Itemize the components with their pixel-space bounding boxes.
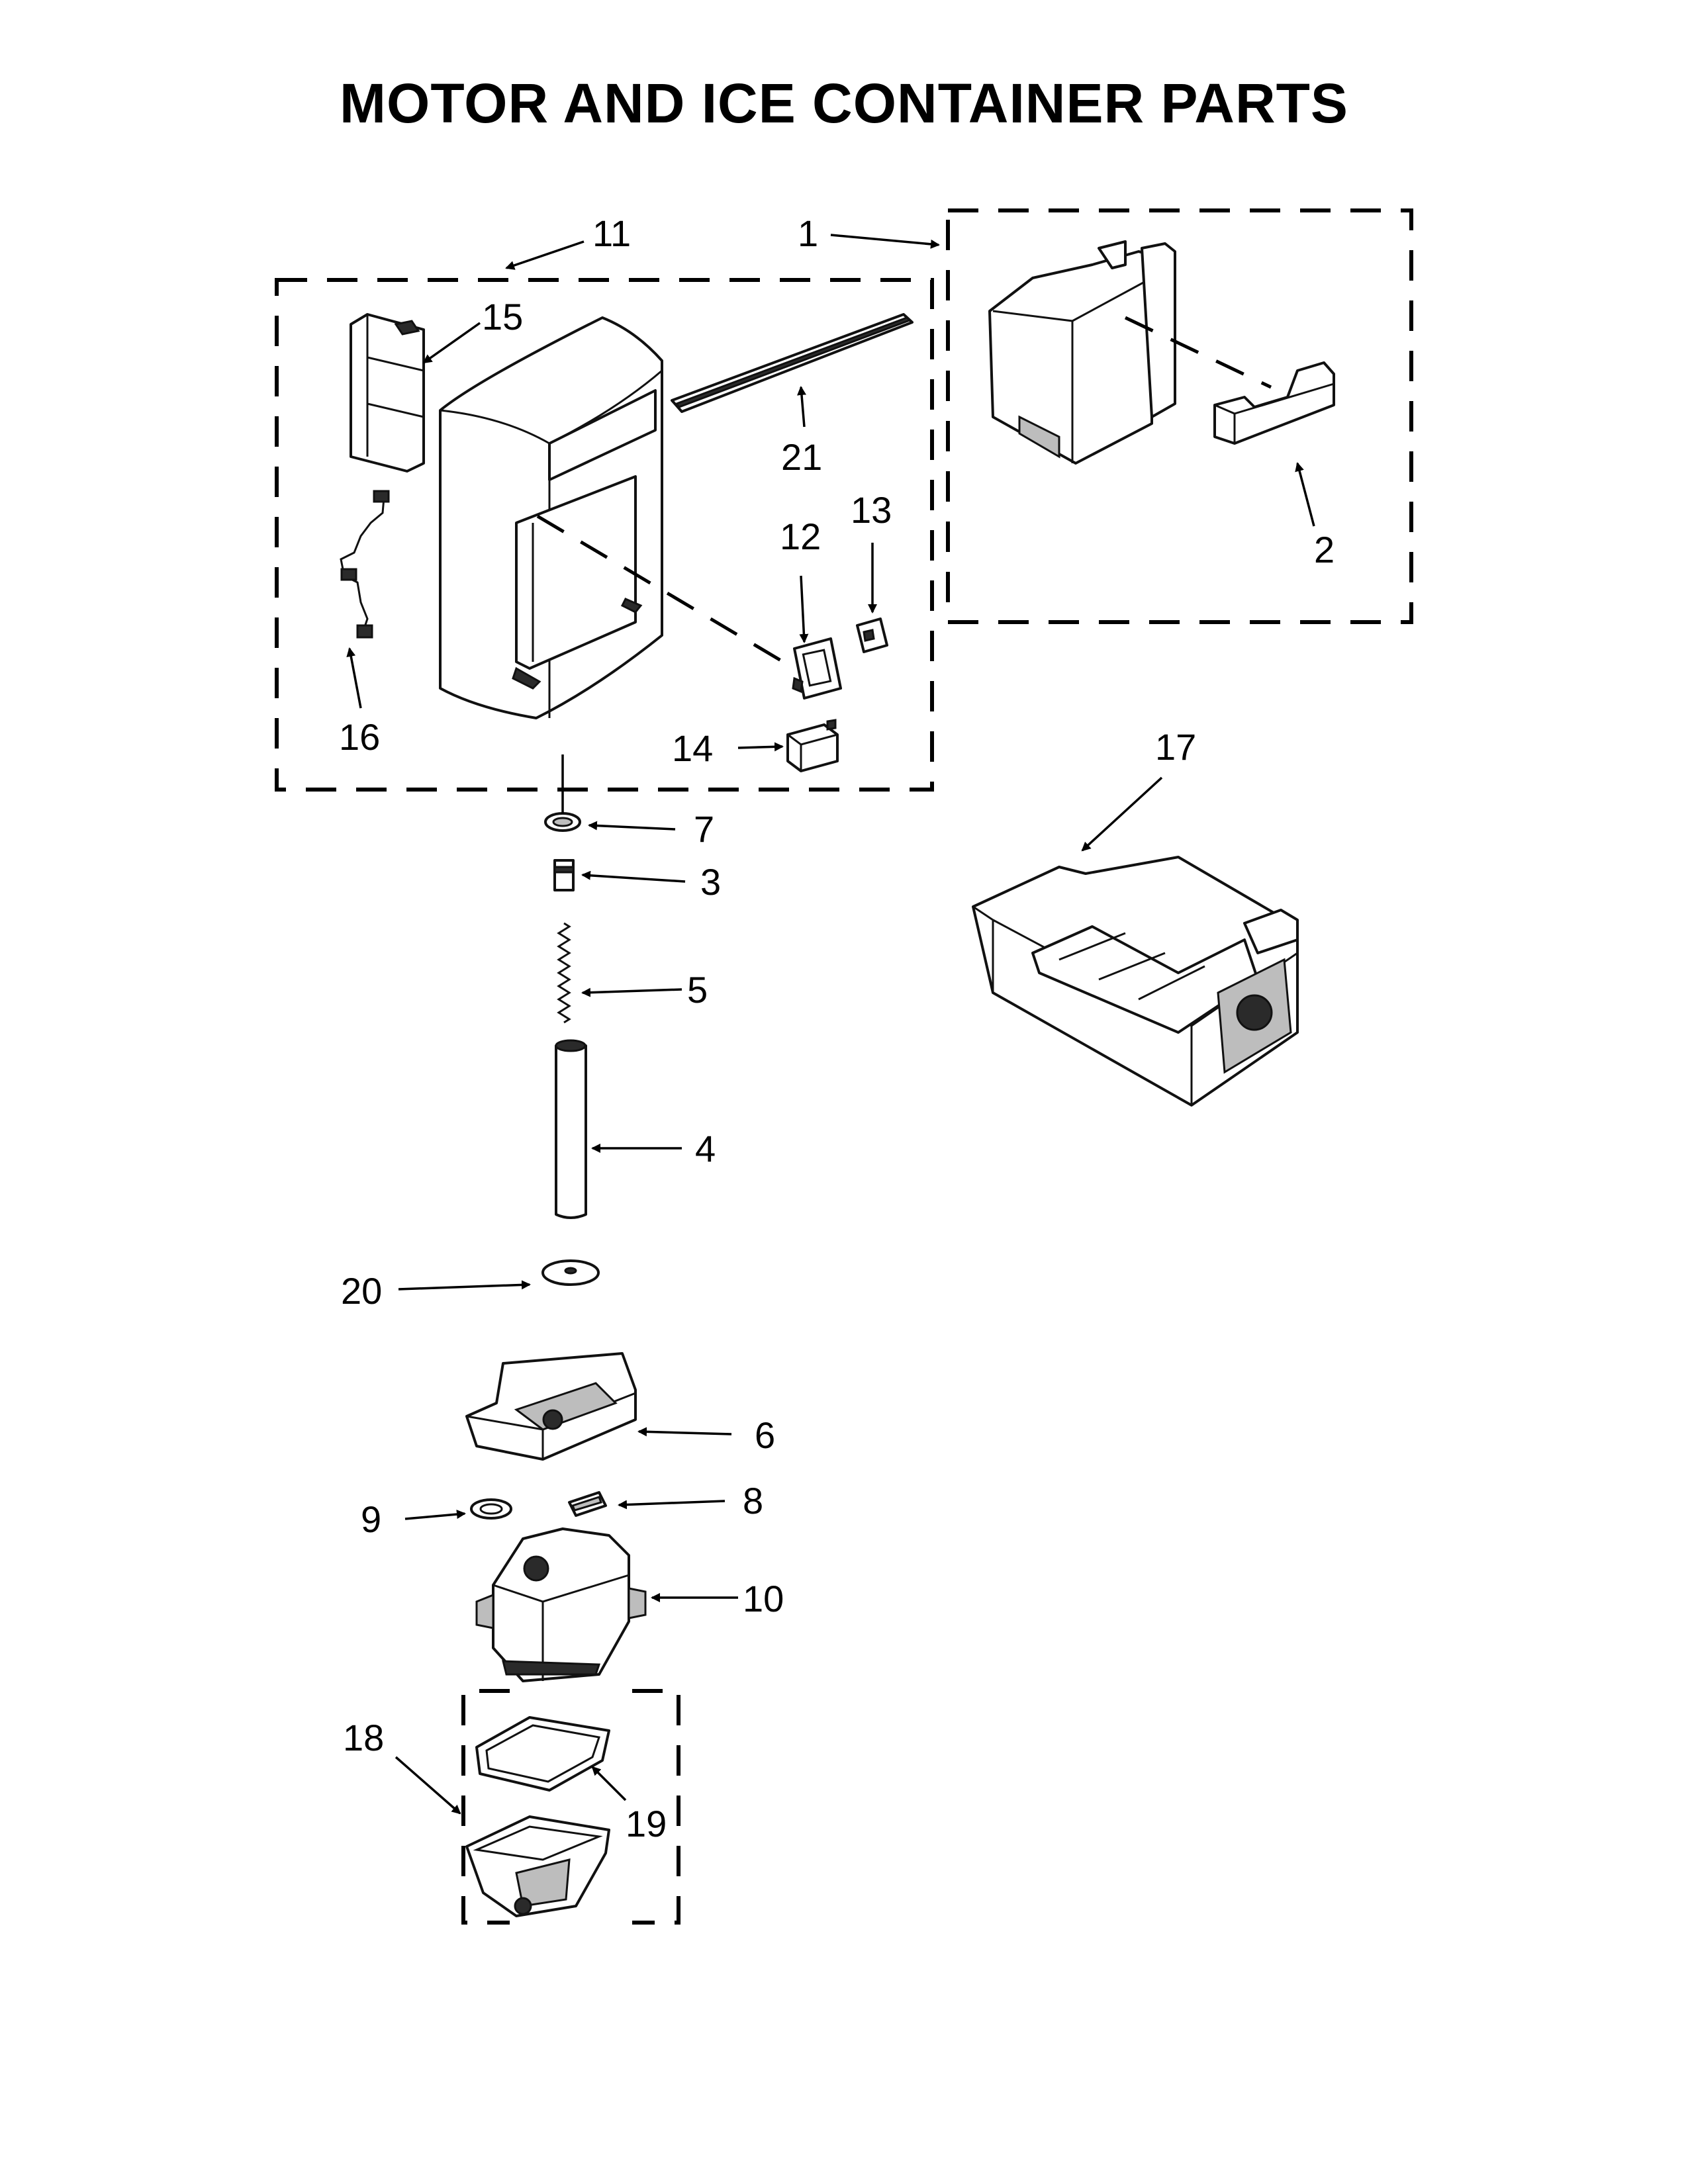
callout-4: 4 (695, 1128, 716, 1169)
leader-15 (422, 322, 481, 364)
leader-11 (505, 240, 585, 270)
part-18-motor-housing (465, 1815, 610, 1917)
callout-3: 3 (700, 861, 721, 903)
leader-9 (404, 1510, 466, 1520)
leader-5 (581, 987, 682, 997)
leader-2 (1295, 462, 1315, 527)
assembly-11-group-box (275, 278, 934, 792)
callout-17: 17 (1155, 726, 1196, 768)
leader-6 (637, 1427, 732, 1437)
part-20-thrust-washer (541, 1259, 600, 1286)
page-title: MOTOR AND ICE CONTAINER PARTS (340, 72, 1348, 134)
part-7-washer (544, 812, 581, 832)
callout-13: 13 (851, 489, 892, 531)
part-17-ice-maker (972, 856, 1299, 1107)
part-4-shaft (555, 1039, 587, 1219)
leader-17 (1081, 776, 1163, 852)
callout-14: 14 (672, 727, 713, 769)
callout-15: 15 (482, 296, 523, 338)
callout-1: 1 (798, 212, 818, 254)
part-19-gasket (475, 1716, 610, 1792)
connector-container-to-bracket (1124, 316, 1272, 389)
leader-19 (591, 1766, 627, 1801)
part-8-insert (568, 1491, 607, 1517)
part-14-solenoid (786, 719, 839, 772)
leader-21 (797, 386, 806, 428)
callout-16: 16 (339, 716, 380, 758)
leader-18 (395, 1756, 461, 1815)
callout-9: 9 (361, 1498, 381, 1540)
callout-12: 12 (780, 516, 821, 557)
callout-10: 10 (743, 1578, 784, 1619)
part-3-coupler (553, 859, 575, 891)
part-10-motor (475, 1527, 647, 1682)
leader-16 (346, 647, 362, 709)
part-16-wire-harness (340, 490, 390, 639)
leader-1 (830, 234, 940, 249)
callout-20: 20 (341, 1270, 382, 1312)
part-15-side-panel (350, 313, 425, 473)
callout-2: 2 (1314, 529, 1335, 570)
callout-19: 19 (626, 1803, 667, 1844)
callout-7: 7 (694, 808, 714, 850)
assembly-18-group-box (461, 1689, 680, 1925)
part-12-switch-plate (792, 637, 842, 700)
part-21-gasket-strip (671, 313, 914, 413)
leader-3 (581, 870, 686, 883)
part-13-switch (856, 617, 888, 653)
callout-18: 18 (343, 1717, 384, 1758)
callout-5: 5 (687, 969, 708, 1011)
leader-14 (737, 742, 784, 752)
assembly-1-group-box (946, 208, 1413, 624)
part-1-ice-container (988, 240, 1176, 465)
part-6-motor-bracket (465, 1352, 637, 1461)
leader-8 (618, 1500, 726, 1510)
part-11-dispenser-housing (439, 316, 663, 719)
leader-7 (588, 821, 676, 831)
leader-20 (398, 1280, 531, 1291)
callout-6: 6 (755, 1414, 775, 1456)
part-5-spring (557, 922, 571, 1024)
leader-12 (799, 575, 809, 643)
callout-21: 21 (781, 436, 822, 478)
part-2-container-bracket (1213, 361, 1335, 445)
callout-11: 11 (592, 212, 631, 254)
part-9-washer (470, 1498, 512, 1520)
callout-8: 8 (743, 1480, 763, 1522)
